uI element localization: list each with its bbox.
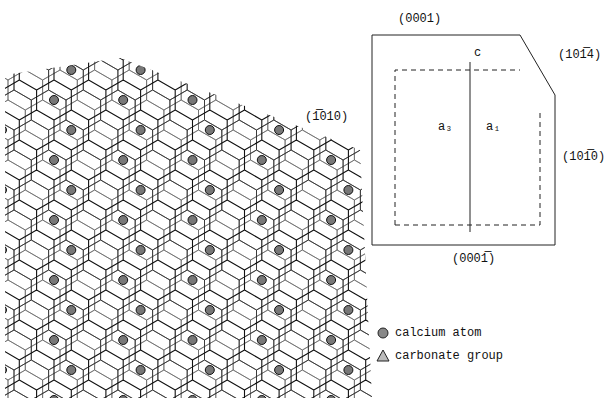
calcium-atom [327,156,336,165]
calcium-atom [205,246,214,255]
calcium-atom [257,96,266,105]
calcium-atom [0,366,7,375]
calcium-atom [327,276,336,285]
calcium-atom [67,246,76,255]
calcium-atom [67,186,76,195]
calcium-atom [275,306,284,315]
calcium-atom [188,96,197,105]
calcium-atom [275,186,284,195]
face-label: a₃ [438,120,452,134]
calcium-atom [188,396,197,403]
calcium-atom [136,246,145,255]
calcium-symbol [378,328,388,338]
calcium-atom [344,306,353,315]
calcium-atom [119,396,128,403]
calcium-atom [327,96,336,105]
calcium-atom [396,96,405,105]
crystal-morphology [372,35,555,245]
calcium-atom [188,336,197,345]
face-label: (0001) [398,12,441,26]
calcium-atom [0,186,7,195]
lattice-bonds [0,0,430,403]
calcium-atom [119,36,128,45]
calcium-atom [136,66,145,75]
calcium-atom [327,36,336,45]
legend-symbols [377,328,389,361]
face-label: (1̅010) [305,110,348,124]
calcium-atom [119,336,128,345]
calcium-atom [396,276,405,285]
calcium-atom [119,216,128,225]
calcium-atom [257,276,266,285]
calcium-atom [396,36,405,45]
calcium-atom [136,306,145,315]
calcium-atom [396,216,405,225]
calcium-atom [188,36,197,45]
calcium-atom [188,276,197,285]
calcium-atom [205,366,214,375]
calcium-atom [344,186,353,195]
calcium-atom [50,276,59,285]
calcium-atom [119,156,128,165]
calcium-atom [205,126,214,135]
calcium-atom [188,156,197,165]
calcium-atom [205,186,214,195]
legend-text: carbonate group [395,349,503,363]
calcium-atom [119,276,128,285]
calcium-atom [50,336,59,345]
crystal-outline [372,35,555,245]
c-axis [470,62,471,232]
calcium-atom [257,336,266,345]
calcium-atom [67,366,76,375]
calcium-atom [0,126,7,135]
calcium-atom [344,246,353,255]
lattice-bonds [0,0,418,403]
hidden-edge [395,110,540,225]
face-label: (101̅4) [558,48,601,62]
calcium-atom [275,246,284,255]
calcium-atom [50,216,59,225]
calcium-atom [50,156,59,165]
calcium-atom [50,96,59,105]
calcium-atom [136,366,145,375]
calcium-atom [67,66,76,75]
calcium-atom [67,126,76,135]
calcium-atom [257,396,266,403]
hidden-edge [395,70,520,225]
calcium-atom [275,366,284,375]
carbonate-symbol [377,350,389,361]
calcium-atom [344,126,353,135]
calcium-atom [136,126,145,135]
calcium-atom [0,306,7,315]
face-label: (0001̅) [452,252,495,266]
calcium-atom [50,36,59,45]
calcium-atom [257,36,266,45]
calcium-atom [275,66,284,75]
calcium-atom [327,396,336,403]
calcium-atom [50,396,59,403]
legend-text: calcium atom [395,326,481,340]
calcium-atom [327,216,336,225]
calcium-atom [396,156,405,165]
face-label: a₁ [486,120,500,134]
calcium-atom [344,366,353,375]
calcium-atom [327,336,336,345]
calcium-atom [188,216,197,225]
calcium-atom [119,96,128,105]
face-label: (101̅0) [562,150,605,164]
calcium-atom [396,396,405,403]
lattice-illustration [0,0,430,403]
calcium-atom [205,306,214,315]
calcium-atom [344,66,353,75]
calcium-atom [257,216,266,225]
calcium-atom [67,306,76,315]
calcium-atom [0,246,7,255]
calcium-atom [0,66,7,75]
face-label: c [474,46,481,60]
calcium-atom [275,126,284,135]
calcium-atom [136,186,145,195]
calcium-atom [257,156,266,165]
calcium-atom [205,66,214,75]
